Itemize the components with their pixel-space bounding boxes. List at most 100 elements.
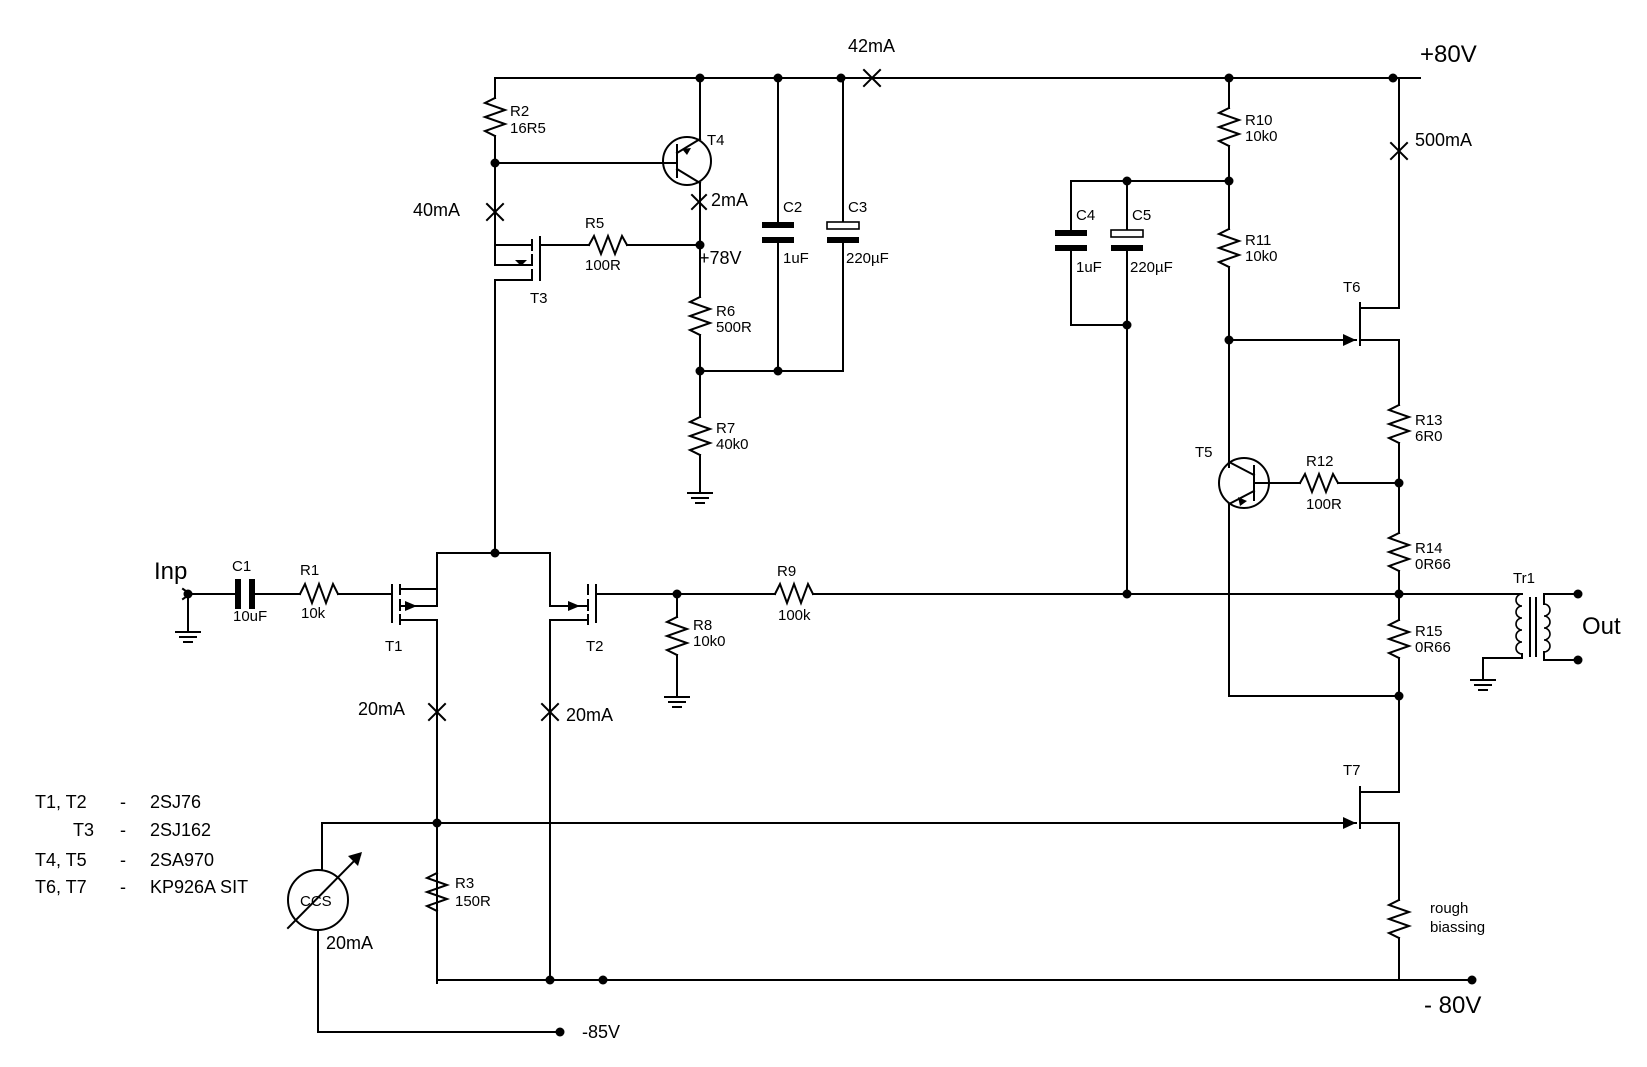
bias-resistor: rough biassing (1385, 822, 1485, 981)
input-label: Inp (154, 558, 187, 585)
r9-resistor: R9 100k (773, 563, 1128, 624)
c4-capacitor: C4 1uF (1055, 180, 1102, 326)
t6-label: T6 (1343, 279, 1361, 296)
tr1-transformer: Tr1 (1482, 570, 1583, 681)
r14-resistor: R14 0R66 (1385, 531, 1451, 621)
t5-label: T5 (1195, 444, 1213, 461)
c5-name: C5 (1132, 207, 1151, 224)
r13-resistor: R13 6R0 (1385, 403, 1443, 534)
r13-value: 6R0 (1415, 428, 1443, 445)
r10-name: R10 (1245, 112, 1273, 129)
t3-transistor: T3 (494, 236, 548, 307)
v78-label: +78V (699, 248, 742, 268)
r3-name: R3 (455, 875, 474, 892)
r6-value: 500R (716, 319, 752, 336)
legend-row-1-dash: - (120, 792, 126, 812)
r8-resistor: R8 10k0 (663, 593, 726, 698)
r14-name: R14 (1415, 540, 1443, 557)
c4-value: 1uF (1076, 259, 1102, 276)
legend-row-4-part: KP926A SIT (150, 877, 248, 897)
ccs-label: CCS (300, 893, 332, 910)
r2-value: 16R5 (510, 120, 546, 137)
r3-resistor: R3 150R (423, 871, 491, 913)
t1-label: T1 (385, 638, 403, 655)
t7-label: T7 (1343, 762, 1361, 779)
c3-capacitor: C3 220µF (826, 77, 889, 372)
ground-symbol (1470, 679, 1496, 691)
r5-value: 100R (585, 257, 621, 274)
output-label: Out (1582, 613, 1621, 640)
current-500ma-label: 500mA (1415, 130, 1472, 150)
t2-label: T2 (586, 638, 604, 655)
ground-symbol (687, 492, 713, 504)
r11-resistor: R11 10k0 (1215, 180, 1278, 468)
r6-resistor: R6 500R (686, 244, 752, 372)
c3-value: 220µF (846, 250, 889, 267)
ground-symbol (175, 631, 201, 643)
t4-transistor: T4 (662, 132, 725, 186)
r12-name: R12 (1306, 453, 1334, 470)
t4-label: T4 (707, 132, 725, 149)
current-20ma-left-label: 20mA (358, 699, 405, 719)
r7-value: 40k0 (716, 436, 749, 453)
r8-name: R8 (693, 617, 712, 634)
t1-transistor: T1 (385, 584, 438, 655)
c2-capacitor: C2 1uF (762, 77, 809, 372)
ground-symbol (664, 696, 690, 708)
t2-transistor: T2 (549, 584, 604, 655)
ccs-current-source: CCS 20mA (286, 852, 373, 953)
c4-name: C4 (1076, 207, 1095, 224)
legend-row-3-part: 2SA970 (150, 850, 214, 870)
c1-name: C1 (232, 558, 251, 575)
t3-label: T3 (530, 290, 548, 307)
r9-name: R9 (777, 563, 796, 580)
legend-row-2-dash: - (120, 820, 126, 840)
r6-name: R6 (716, 303, 735, 320)
current-42ma-label: 42mA (848, 36, 895, 56)
r10-value: 10k0 (1245, 128, 1278, 145)
r11-name: R11 (1245, 232, 1271, 249)
rail-neg85-label: -85V (582, 1022, 620, 1042)
current-2ma-label: 2mA (711, 190, 748, 210)
r11-value: 10k0 (1245, 248, 1278, 265)
r2-resistor: R2 16R5 (481, 77, 546, 164)
r10-resistor: R10 10k0 (1215, 77, 1278, 182)
r3-value: 150R (455, 893, 491, 910)
r8-value: 10k0 (693, 633, 726, 650)
legend-row-4-dash: - (120, 877, 126, 897)
r1-value: 10k (301, 605, 326, 622)
legend-row-1-devices: T1, T2 (35, 792, 87, 812)
current-probe-marker (862, 68, 882, 88)
r15-value: 0R66 (1415, 639, 1451, 656)
r15-resistor: R15 0R66 (1385, 618, 1451, 793)
tr1-label: Tr1 (1513, 570, 1535, 587)
r9-value: 100k (778, 607, 811, 624)
legend-row-3-devices: T4, T5 (35, 850, 87, 870)
c1-capacitor: C1 10uF (187, 558, 301, 625)
r13-name: R13 (1415, 412, 1443, 429)
t7-transistor: T7 (1343, 762, 1400, 829)
c2-name: C2 (783, 199, 802, 216)
r15-name: R15 (1415, 623, 1443, 640)
r12-value: 100R (1306, 496, 1342, 513)
r2-name: R2 (510, 103, 529, 120)
current-20ma-right-label: 20mA (566, 705, 613, 725)
bias-label-line2: biassing (1430, 919, 1485, 936)
c3-name: C3 (848, 199, 867, 216)
r14-value: 0R66 (1415, 556, 1451, 573)
rail-pos80-label: +80V (1420, 41, 1477, 68)
bias-label-line1: rough (1430, 900, 1468, 917)
device-legend: T1, T2 - 2SJ76 T3 - 2SJ162 T4, T5 - 2SA9… (35, 792, 248, 897)
legend-row-3-dash: - (120, 850, 126, 870)
current-ccs-label: 20mA (326, 933, 373, 953)
r1-name: R1 (300, 562, 319, 579)
positive-rail: +80V 42mA (494, 36, 1477, 88)
legend-row-2-part: 2SJ162 (150, 820, 211, 840)
legend-row-1-part: 2SJ76 (150, 792, 201, 812)
c5-value: 220µF (1130, 259, 1173, 276)
r12-resistor: R12 100R (1298, 453, 1400, 513)
c5-capacitor: C5 220µF (1110, 180, 1173, 595)
legend-row-2-devices: T3 (73, 820, 94, 840)
r7-name: R7 (716, 420, 735, 437)
